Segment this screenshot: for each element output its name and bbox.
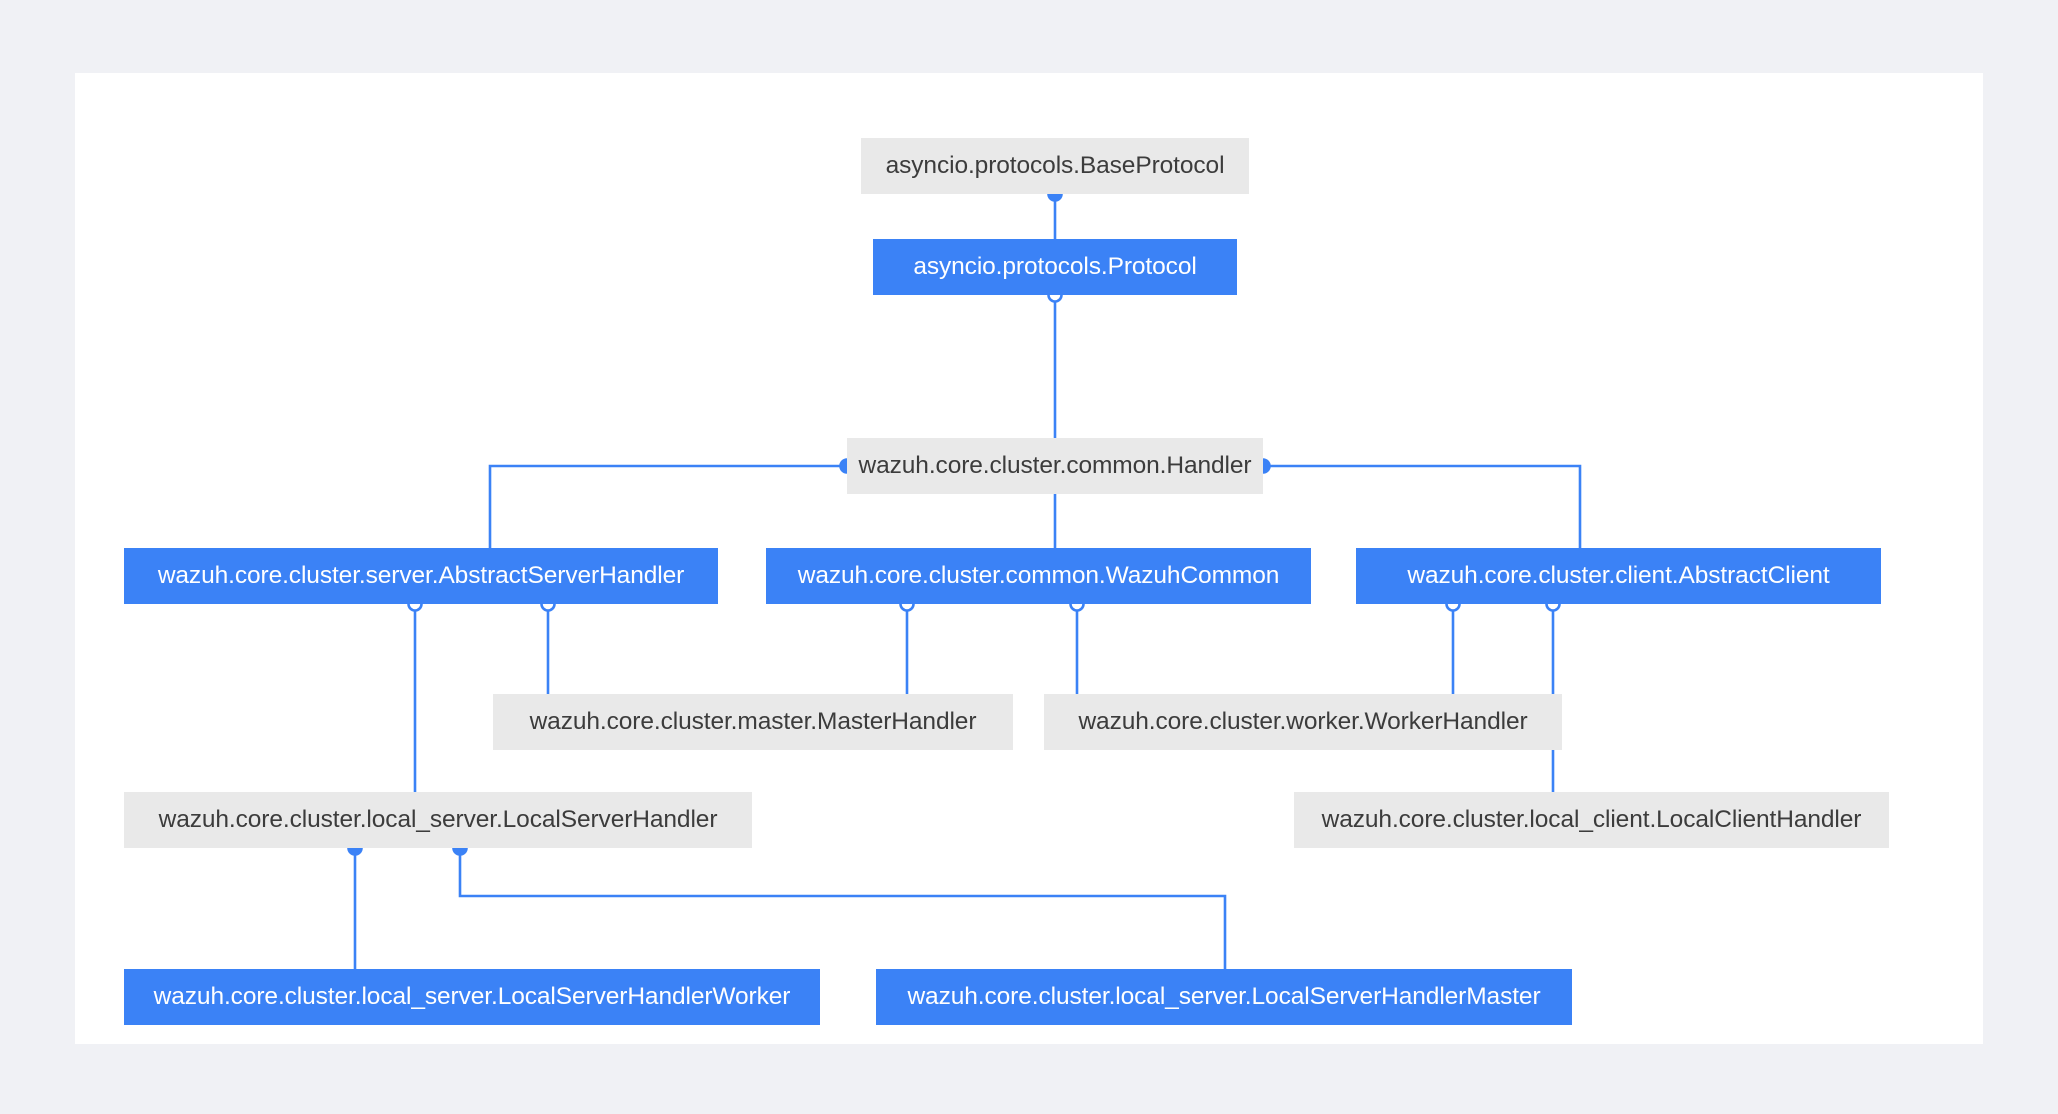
class-node-label: wazuh.core.cluster.local_server.LocalSer… xyxy=(158,805,718,833)
class-node-base-protocol[interactable]: asyncio.protocols.BaseProtocol xyxy=(861,138,1249,194)
class-node-label: wazuh.core.cluster.client.AbstractClient xyxy=(1407,561,1830,589)
class-node-local-server-handler-master[interactable]: wazuh.core.cluster.local_server.LocalSer… xyxy=(876,969,1572,1025)
class-node-label: wazuh.core.cluster.master.MasterHandler xyxy=(529,707,977,735)
class-node-label: wazuh.core.cluster.common.Handler xyxy=(858,451,1252,479)
class-node-wazuh-common[interactable]: wazuh.core.cluster.common.WazuhCommon xyxy=(766,548,1311,604)
class-node-abstract-client[interactable]: wazuh.core.cluster.client.AbstractClient xyxy=(1356,548,1881,604)
class-node-label: wazuh.core.cluster.local_client.LocalCli… xyxy=(1321,805,1862,833)
class-node-label: wazuh.core.cluster.local_server.LocalSer… xyxy=(907,982,1541,1010)
class-node-label: asyncio.protocols.Protocol xyxy=(913,252,1197,280)
class-node-protocol[interactable]: asyncio.protocols.Protocol xyxy=(873,239,1237,295)
class-node-common-handler[interactable]: wazuh.core.cluster.common.Handler xyxy=(847,438,1263,494)
class-node-abstract-server-handler[interactable]: wazuh.core.cluster.server.AbstractServer… xyxy=(124,548,718,604)
class-node-master-handler[interactable]: wazuh.core.cluster.master.MasterHandler xyxy=(493,694,1013,750)
class-node-label: wazuh.core.cluster.server.AbstractServer… xyxy=(157,561,685,589)
class-node-label: asyncio.protocols.BaseProtocol xyxy=(885,151,1225,179)
class-node-worker-handler[interactable]: wazuh.core.cluster.worker.WorkerHandler xyxy=(1044,694,1562,750)
edge-line xyxy=(1263,464,1582,548)
class-node-label: wazuh.core.cluster.common.WazuhCommon xyxy=(797,561,1280,589)
class-node-label: wazuh.core.cluster.local_server.LocalSer… xyxy=(153,982,791,1010)
diagram-canvas: asyncio.protocols.BaseProtocol asyncio.pr… xyxy=(75,73,1983,1044)
class-node-local-server-handler-worker[interactable]: wazuh.core.cluster.local_server.LocalSer… xyxy=(124,969,820,1025)
class-node-label: wazuh.core.cluster.worker.WorkerHandler xyxy=(1078,707,1528,735)
edge-line xyxy=(488,464,847,548)
edge-line xyxy=(458,848,1227,969)
class-node-local-server-handler[interactable]: wazuh.core.cluster.local_server.LocalSer… xyxy=(124,792,752,848)
class-node-local-client-handler[interactable]: wazuh.core.cluster.local_client.LocalCli… xyxy=(1294,792,1889,848)
